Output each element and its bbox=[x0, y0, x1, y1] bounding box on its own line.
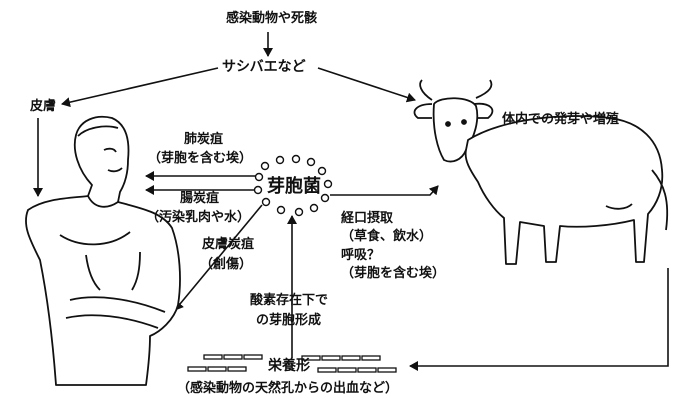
spore-cluster-icon bbox=[253, 154, 333, 217]
label-skin: 皮膚 bbox=[30, 99, 57, 114]
label-spore: 芽胞菌 bbox=[267, 176, 321, 197]
cow-figure-icon bbox=[413, 79, 669, 265]
label-oral-sub: （草食、飲水） bbox=[341, 229, 433, 244]
label-flies: サシバエなど bbox=[222, 59, 306, 75]
arrow-spore-to-cow bbox=[330, 185, 439, 196]
label-vegetative: 栄養形 bbox=[268, 358, 310, 374]
arrow-spore-to-arm bbox=[174, 204, 263, 311]
label-in-body: 体内での発芽や増殖 bbox=[502, 112, 620, 127]
label-respiration-sub: （芽胞を含む埃） bbox=[341, 266, 446, 281]
label-intestinal-sub: （汚染乳肉や水） bbox=[146, 210, 251, 225]
arrows bbox=[33, 32, 669, 371]
label-oxygen-2: の芽胞形成 bbox=[256, 313, 322, 328]
label-source: 感染動物や死骸 bbox=[226, 11, 318, 26]
label-respiration: 呼吸？ bbox=[341, 248, 381, 263]
arrow-flies-to-cow bbox=[317, 67, 416, 103]
label-oral: 経口摂取 bbox=[341, 211, 394, 226]
label-cutaneous-title: 皮膚炭疽 bbox=[202, 237, 255, 252]
label-lung-title: 肺炭疽 bbox=[184, 132, 224, 147]
label-lung-sub: （芽胞を含む埃） bbox=[148, 151, 253, 166]
human-figure-icon bbox=[25, 115, 181, 386]
bacilli-icon bbox=[187, 354, 397, 373]
label-intestinal-title: 腸炭疽 bbox=[180, 191, 220, 206]
label-bleeding: （感染動物の天然孔からの出血など） bbox=[177, 381, 399, 396]
label-oxygen-1: 酸素存在下で bbox=[250, 293, 329, 308]
label-cutaneous-sub: （創傷） bbox=[200, 257, 253, 272]
arrow-cow-to-vegetative bbox=[409, 268, 669, 371]
arrow-flies-to-skin bbox=[61, 67, 219, 108]
